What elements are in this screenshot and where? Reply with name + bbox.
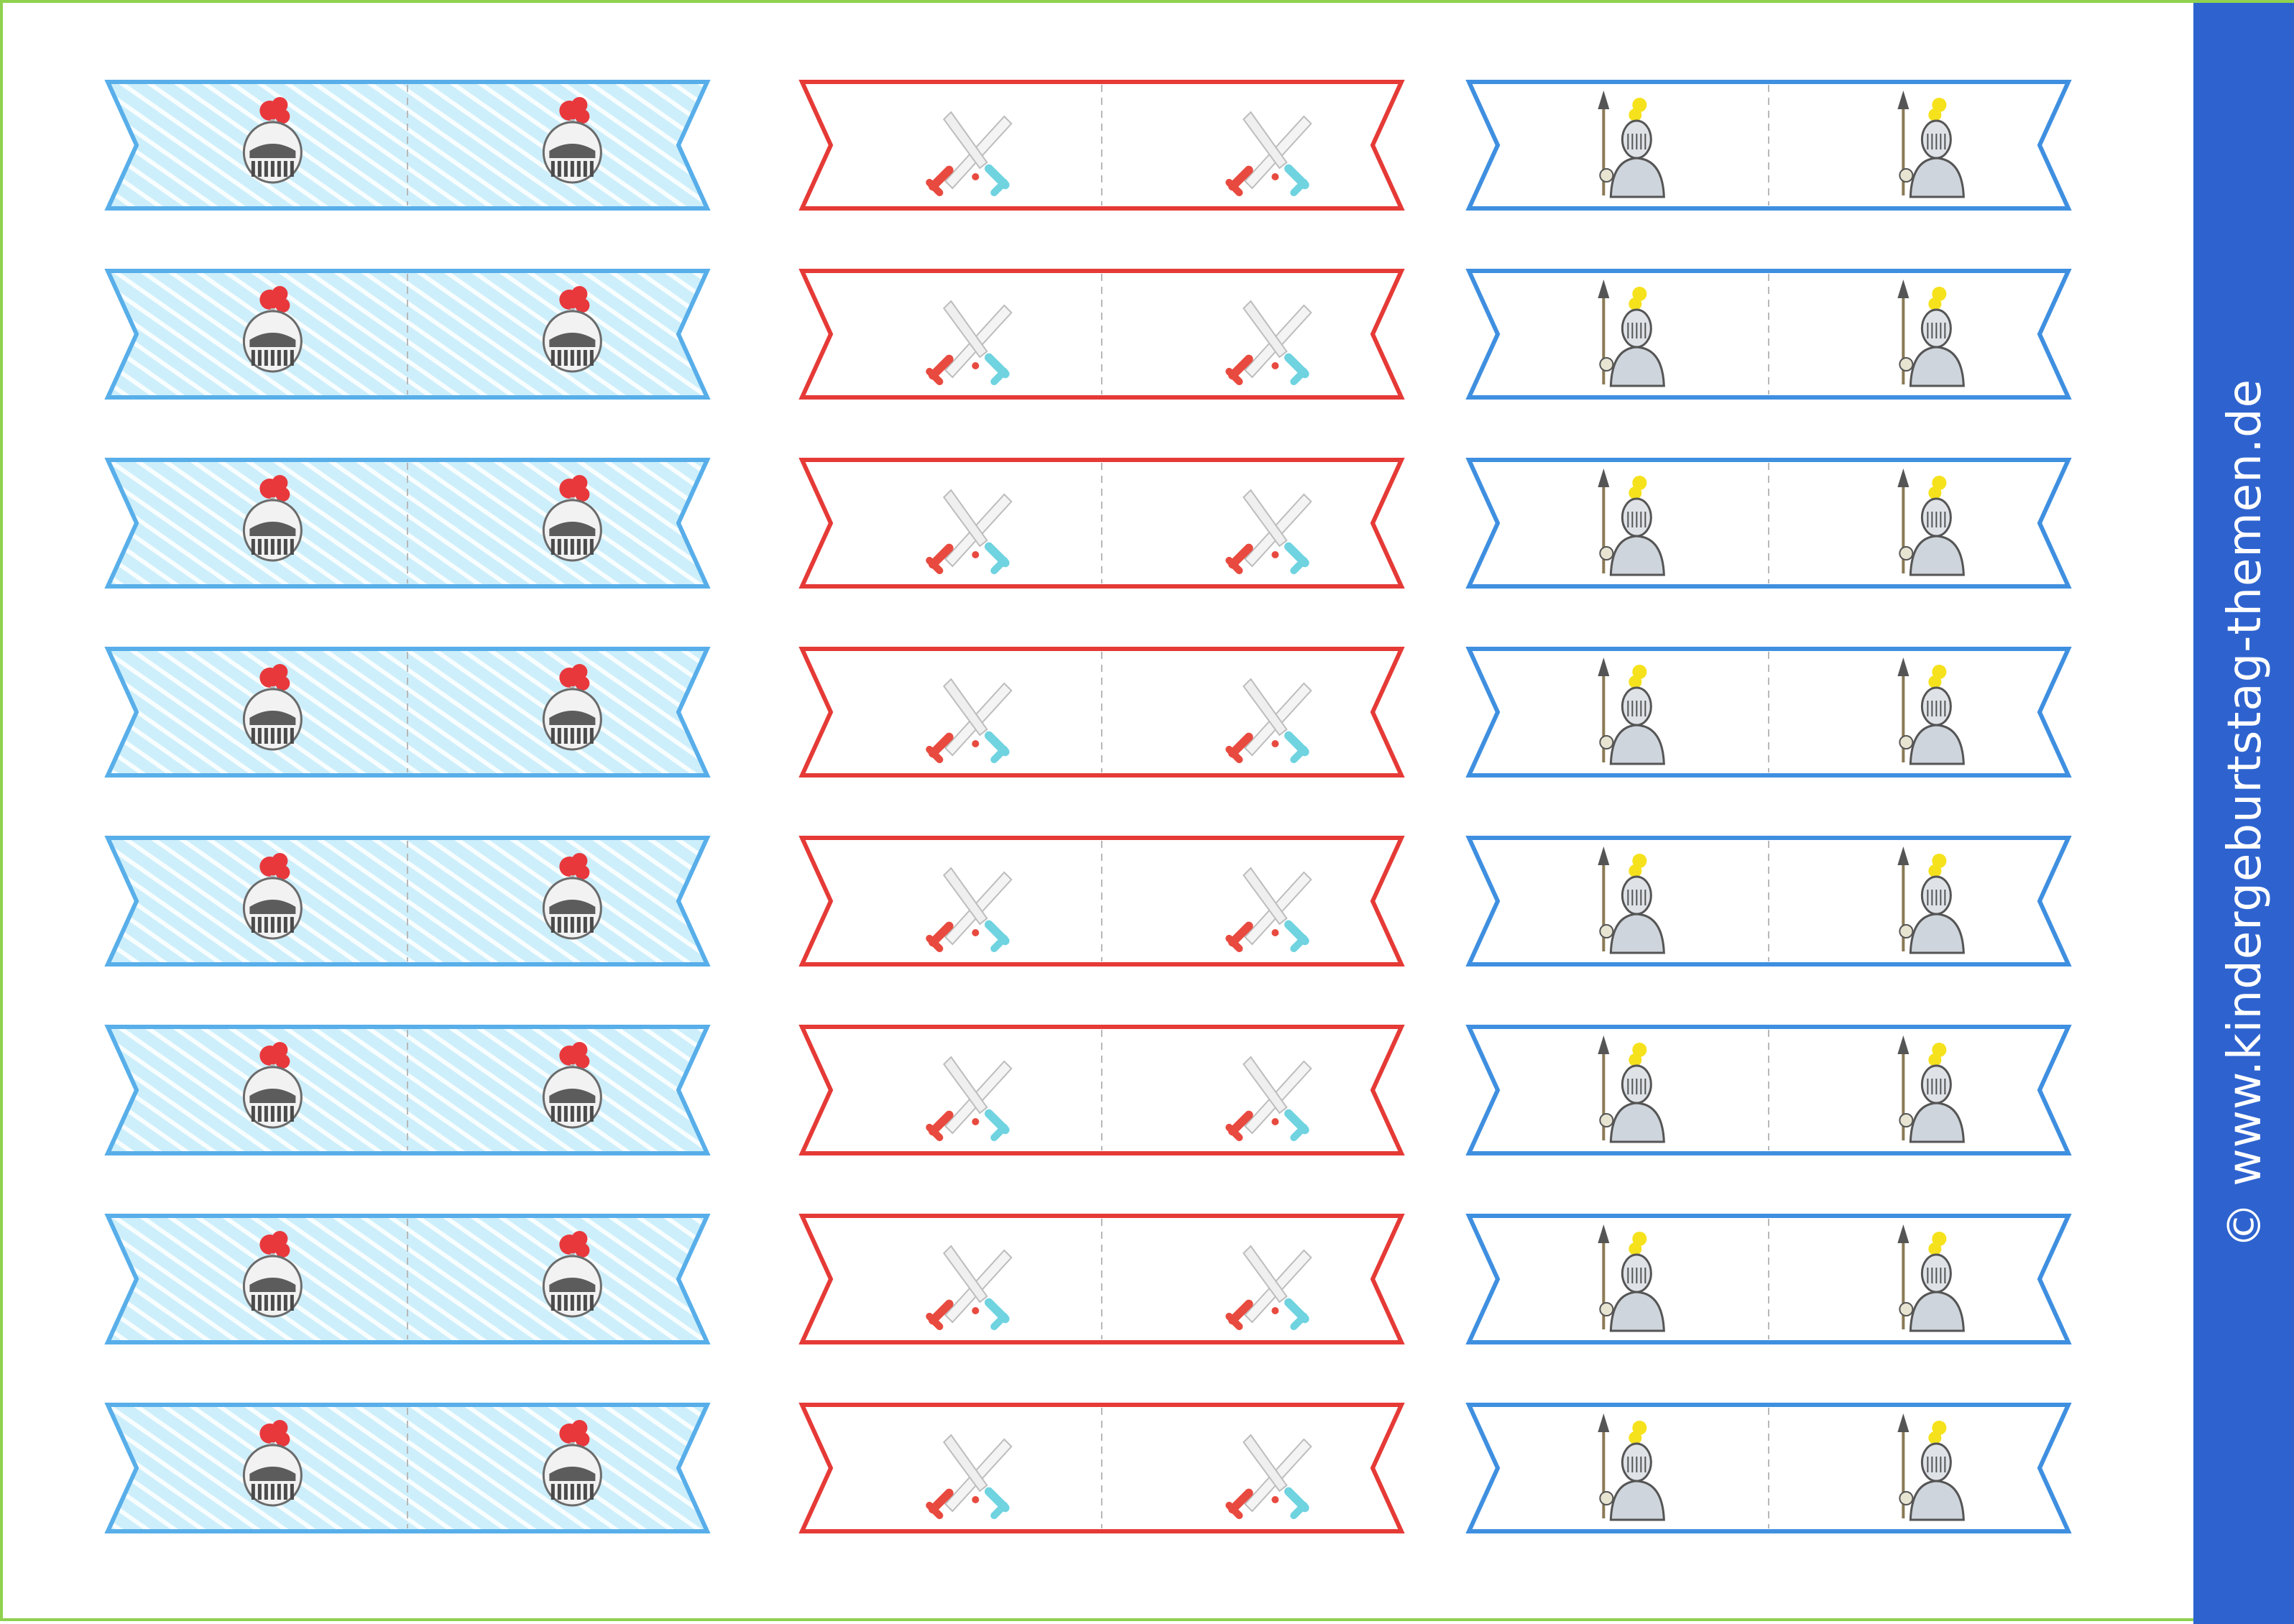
knight-helmet-icon (242, 475, 303, 562)
knight-helmet-icon (242, 1042, 303, 1129)
crossed-swords-icon (926, 300, 1013, 386)
knight-with-spear-icon (1897, 91, 1965, 198)
knight-helmet-icon (542, 1231, 602, 1318)
flag-strip-knight (1465, 1025, 2072, 1155)
crossed-swords-icon (926, 678, 1013, 764)
knight-with-spear-icon (1598, 846, 1665, 954)
knight-with-spear-icon (1598, 1224, 1665, 1332)
knight-with-spear-icon (1897, 469, 1965, 576)
flag-strip-swords (798, 1403, 1405, 1533)
knight-helmet-icon (542, 286, 602, 373)
flag-strip-knight (1465, 269, 2072, 400)
knight-helmet-icon (542, 664, 602, 751)
flag-strip-knight (1465, 80, 2072, 211)
knight-helmet-icon (242, 97, 303, 184)
copyright-sidebar (2193, 3, 2294, 1624)
knight-with-spear-icon (1598, 469, 1665, 576)
flag-strip-helmet (104, 836, 711, 966)
flag-strip-knight (1465, 836, 2072, 966)
knight-helmet-icon (242, 853, 303, 940)
knight-with-spear-icon (1598, 91, 1665, 198)
flag-strip-swords (798, 1214, 1405, 1344)
knight-with-spear-icon (1897, 658, 1965, 765)
flag-strip-helmet (104, 269, 711, 400)
flag-strip-helmet (104, 1403, 711, 1533)
knight-with-spear-icon (1897, 1224, 1965, 1332)
knight-helmet-icon (542, 853, 602, 940)
knight-with-spear-icon (1897, 846, 1965, 954)
knight-with-spear-icon (1598, 280, 1665, 387)
knight-helmet-icon (242, 664, 303, 751)
crossed-swords-icon (1225, 489, 1312, 575)
flag-strip-swords (798, 458, 1405, 589)
flag-strips (104, 80, 2072, 1533)
flag-strip-knight (1465, 1403, 2072, 1533)
knight-with-spear-icon (1897, 280, 1965, 387)
knight-with-spear-icon (1598, 1413, 1665, 1521)
flag-strip-helmet (104, 647, 711, 778)
crossed-swords-icon (926, 1434, 1013, 1520)
crossed-swords-icon (1225, 678, 1312, 764)
crossed-swords-icon (1225, 867, 1312, 953)
copyright-text: © www.kindergeburtstag-themen.de (2219, 378, 2272, 1249)
crossed-swords-icon (926, 111, 1013, 197)
flag-strip-helmet (104, 458, 711, 589)
flag-strip-swords (798, 836, 1405, 966)
crossed-swords-icon (1225, 1056, 1312, 1142)
crossed-swords-icon (1225, 1434, 1312, 1520)
flag-strip-swords (798, 647, 1405, 778)
knight-helmet-icon (542, 97, 602, 184)
crossed-swords-icon (926, 867, 1013, 953)
knight-with-spear-icon (1897, 1035, 1965, 1143)
crossed-swords-icon (926, 489, 1013, 575)
knight-with-spear-icon (1897, 1413, 1965, 1521)
knight-helmet-icon (242, 1231, 303, 1318)
knight-helmet-icon (542, 475, 602, 562)
crossed-swords-icon (1225, 1245, 1312, 1331)
knight-with-spear-icon (1598, 1035, 1665, 1143)
flag-strip-swords (798, 269, 1405, 400)
flag-strip-knight (1465, 1214, 2072, 1344)
knight-helmet-icon (542, 1420, 602, 1507)
knight-with-spear-icon (1598, 658, 1665, 765)
flag-strip-helmet (104, 1025, 711, 1155)
crossed-swords-icon (1225, 300, 1312, 386)
flag-strip-helmet (104, 1214, 711, 1344)
flag-strip-swords (798, 1025, 1405, 1155)
crossed-swords-icon (926, 1056, 1013, 1142)
knight-helmet-icon (242, 286, 303, 373)
knight-helmet-icon (542, 1042, 602, 1129)
crossed-swords-icon (1225, 111, 1312, 197)
flag-strip-knight (1465, 458, 2072, 589)
knight-helmet-icon (242, 1420, 303, 1507)
flag-strip-swords (798, 80, 1405, 211)
crossed-swords-icon (926, 1245, 1013, 1331)
flag-strip-knight (1465, 647, 2072, 778)
flag-strip-helmet (104, 80, 711, 211)
